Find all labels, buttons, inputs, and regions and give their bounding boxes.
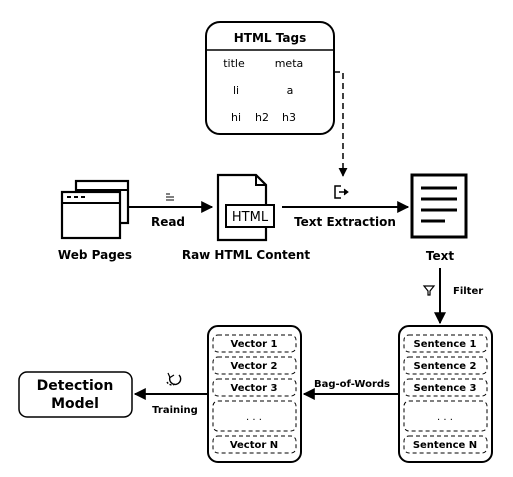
sentence-box bbox=[403, 356, 488, 375]
vector-label: Vector N bbox=[230, 440, 278, 451]
bag-of-words-label: Bag-of-Words bbox=[314, 379, 390, 390]
sentence-label: Sentence 2 bbox=[414, 361, 477, 372]
text-label: Text bbox=[426, 249, 454, 263]
vector-box bbox=[212, 400, 297, 432]
html-tags-title: HTML Tags bbox=[234, 31, 306, 45]
tag-li: li bbox=[233, 84, 239, 97]
list-icon bbox=[166, 193, 174, 201]
read-label: Read bbox=[151, 215, 185, 229]
html-tags-box: HTML Tags title meta li a hi h2 h3 bbox=[205, 21, 335, 135]
html-doc-label: HTML bbox=[232, 210, 269, 225]
vector-box bbox=[212, 435, 297, 454]
vector-label: Vector 1 bbox=[231, 339, 278, 350]
vectors-column: Vector 1 Vector 2 Vector 3 . . . Vector … bbox=[207, 325, 302, 463]
training-label: Training bbox=[152, 405, 198, 416]
vector-box bbox=[212, 356, 297, 375]
filter-icon bbox=[422, 285, 436, 296]
web-pages-icon bbox=[60, 179, 130, 240]
detection-model-box: Detection Model bbox=[18, 371, 133, 418]
tags-dashed-connector bbox=[334, 71, 348, 177]
vector-ellipsis: . . . bbox=[246, 412, 262, 423]
tag-h3: h3 bbox=[282, 111, 296, 124]
text-document-icon bbox=[410, 173, 468, 239]
sentence-box bbox=[403, 334, 488, 353]
detection-model-line2: Model bbox=[51, 396, 99, 412]
tag-h2: h2 bbox=[255, 111, 269, 124]
tag-a: a bbox=[287, 84, 294, 97]
filter-label: Filter bbox=[453, 286, 483, 297]
tag-meta: meta bbox=[275, 57, 304, 70]
vector-label: Vector 3 bbox=[231, 383, 278, 394]
tag-hi: hi bbox=[231, 111, 241, 124]
html-file-icon: HTML bbox=[216, 173, 275, 242]
extract-icon bbox=[334, 185, 349, 199]
sentences-column: Sentence 1 Sentence 2 Sentence 3 . . . S… bbox=[398, 325, 493, 463]
sentence-box bbox=[403, 435, 488, 454]
text-extraction-label: Text Extraction bbox=[294, 215, 396, 229]
sentence-label: Sentence N bbox=[413, 440, 477, 451]
tag-title: title bbox=[223, 57, 245, 70]
vector-box bbox=[212, 378, 297, 397]
sentence-ellipsis: . . . bbox=[437, 412, 453, 423]
sentence-label: Sentence 3 bbox=[414, 383, 477, 394]
vector-box bbox=[212, 334, 297, 353]
refresh-icon bbox=[166, 372, 182, 386]
sentence-box bbox=[403, 400, 488, 432]
raw-html-label: Raw HTML Content bbox=[182, 248, 311, 262]
sentence-box bbox=[403, 378, 488, 397]
web-pages-label: Web Pages bbox=[58, 248, 132, 262]
detection-model-line1: Detection bbox=[37, 378, 114, 394]
sentence-label: Sentence 1 bbox=[414, 339, 477, 350]
vector-label: Vector 2 bbox=[231, 361, 278, 372]
